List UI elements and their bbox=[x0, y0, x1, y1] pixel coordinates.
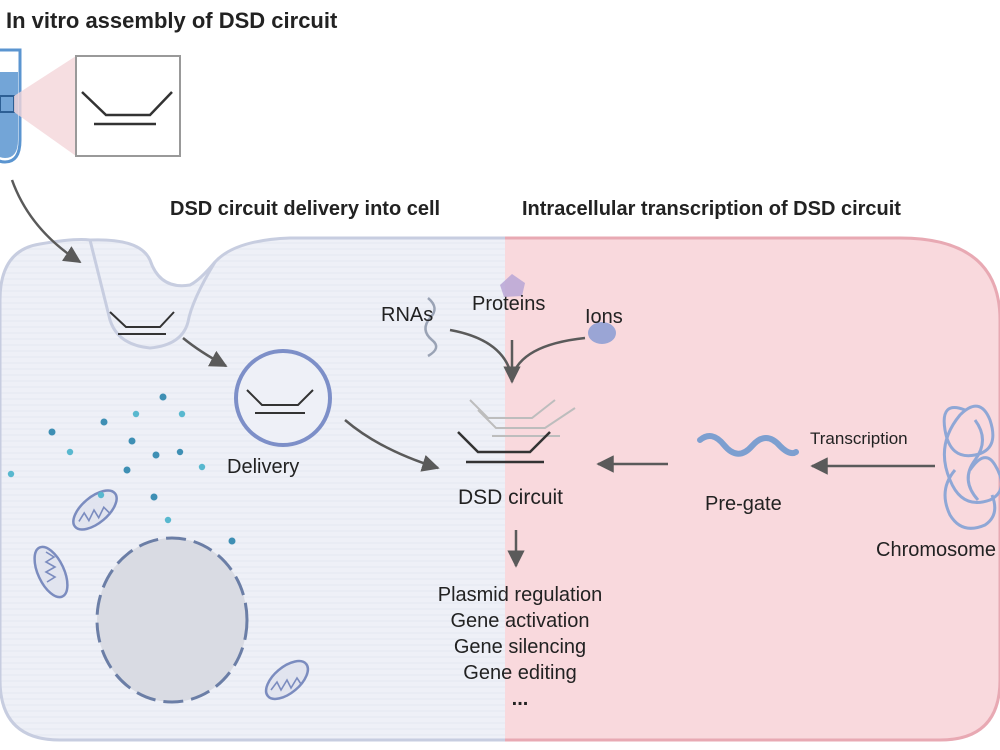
transcription-label: Transcription bbox=[810, 429, 908, 448]
pre-gate-squiggle bbox=[697, 433, 799, 457]
dsd-duplex-icon bbox=[81, 91, 173, 126]
mitochondrion-2 bbox=[33, 545, 69, 599]
transcription-title: Intracellular transcription of DSD circu… bbox=[522, 198, 901, 220]
proteins-label: Proteins bbox=[472, 293, 546, 315]
application-item: Gene silencing bbox=[453, 636, 587, 658]
zoom-box bbox=[75, 55, 181, 157]
chromosome-label: Chromosome bbox=[876, 539, 997, 561]
nucleus bbox=[95, 536, 249, 704]
arrow-delivery-to-circuit bbox=[344, 419, 440, 472]
pocket-dsd-icon bbox=[109, 311, 175, 335]
cytoplasm-dots bbox=[7, 393, 236, 545]
ion-blob bbox=[588, 322, 616, 344]
applications-list: Plasmid regulation Gene activation Gene … bbox=[395, 582, 645, 712]
pre-gate-label: Pre-gate bbox=[705, 493, 782, 515]
mitochondrion-3 bbox=[264, 659, 310, 701]
dsd-circuit-label: DSD circuit bbox=[458, 486, 564, 509]
membrane-pocket bbox=[88, 239, 217, 350]
rnas-label: RNAs bbox=[381, 304, 434, 326]
delivery-title: DSD circuit delivery into cell bbox=[170, 198, 441, 220]
converging-arrows bbox=[449, 328, 586, 384]
cell-right-half bbox=[505, 236, 1000, 742]
delivery-label: Delivery bbox=[227, 456, 300, 478]
application-item: Gene editing bbox=[463, 662, 577, 684]
protein-blob bbox=[500, 274, 525, 297]
mitochondrion-1 bbox=[72, 489, 118, 531]
arrow-tube-to-cell bbox=[10, 179, 82, 264]
zoom-wedge bbox=[14, 56, 76, 156]
ions-label: Ions bbox=[585, 306, 623, 328]
application-item: Plasmid regulation bbox=[437, 584, 603, 606]
rna-squiggle bbox=[424, 297, 438, 358]
vesicle-dsd-icon bbox=[246, 389, 314, 414]
application-item: Gene activation bbox=[450, 610, 590, 632]
chromosome-icon bbox=[942, 404, 1000, 530]
application-item: ... bbox=[511, 688, 529, 710]
assembly-title: In vitro assembly of DSD circuit bbox=[6, 8, 338, 33]
arrow-pocket-to-vesicle bbox=[182, 337, 228, 368]
vesicle bbox=[234, 349, 332, 447]
dsd-circuit-icon bbox=[457, 399, 576, 464]
